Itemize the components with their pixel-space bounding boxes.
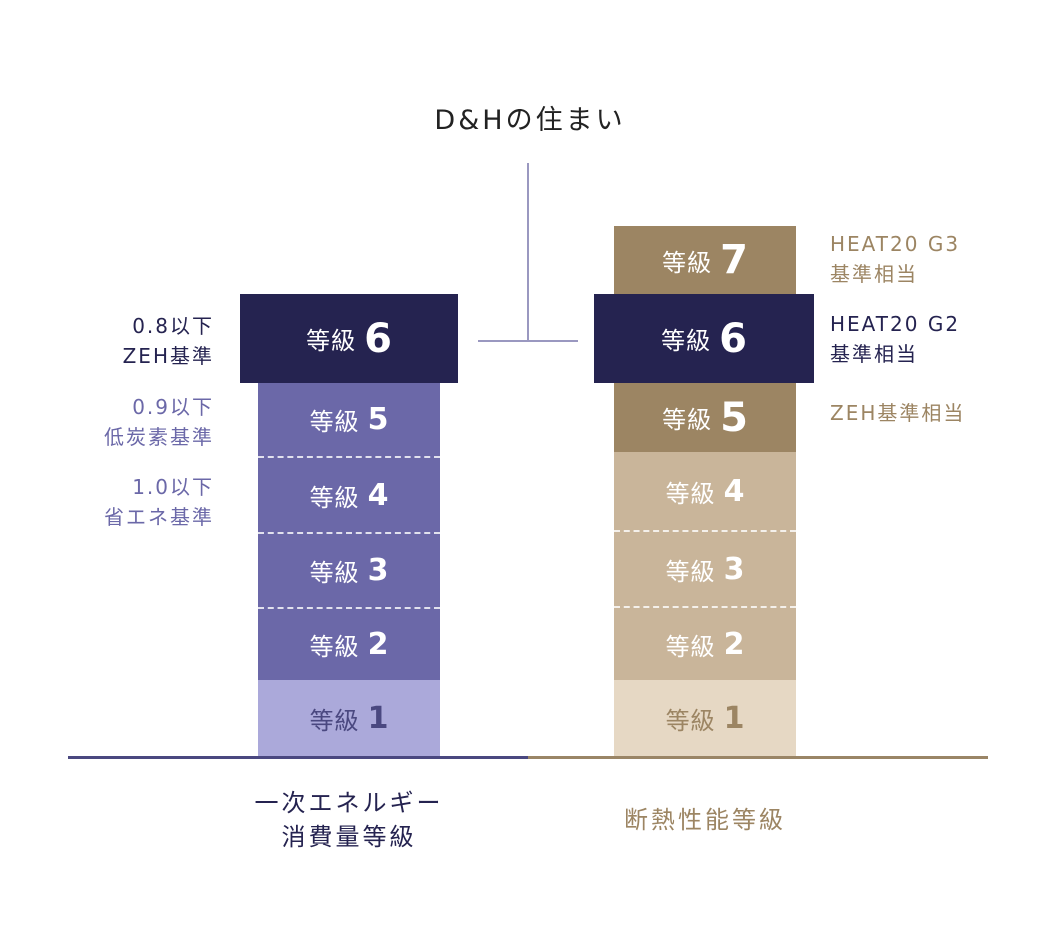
axis-title-line2: 消費量等級 <box>281 823 417 851</box>
level-label: 等級 <box>665 479 716 508</box>
level-number: 5 <box>720 394 748 441</box>
left-level-6-highlight: 等級 6 <box>240 294 458 383</box>
right-level-7: 等級 7 <box>614 226 796 294</box>
annotation-line1: HEAT20 G2 <box>830 312 961 336</box>
level-label: 等級 <box>306 327 357 355</box>
connector-vertical-line <box>527 163 529 341</box>
annotation-line2: ZEH基準 <box>122 344 214 368</box>
left-level-5: 等級 5 <box>258 383 440 456</box>
level-label: 等級 <box>662 248 713 277</box>
right-level-3: 等級 3 <box>614 530 796 606</box>
diagram-title: D&Hの住まい <box>434 105 626 136</box>
level-number: 1 <box>367 701 389 736</box>
level-number: 2 <box>367 627 389 662</box>
level-label: 等級 <box>309 559 360 587</box>
level-number: 1 <box>723 701 745 736</box>
level-label: 等級 <box>662 406 713 434</box>
level-number: 2 <box>723 626 745 662</box>
annotation-heat20-g3: HEAT20 G3 基準相当 <box>830 229 960 289</box>
level-number: 3 <box>367 553 389 588</box>
annotation-zeh: 0.8以下 ZEH基準 <box>123 311 214 371</box>
right-level-5: 等級 5 <box>614 383 796 452</box>
baseline-left <box>68 756 528 759</box>
level-label: 等級 <box>665 632 716 661</box>
axis-title-line1: 一次エネルギー <box>254 789 444 817</box>
annotation-line2: 省エネ基準 <box>104 505 214 529</box>
left-level-2: 等級 2 <box>258 607 440 680</box>
left-level-1: 等級 1 <box>258 680 440 757</box>
annotation-line2: 基準相当 <box>830 262 918 286</box>
level-label: 等級 <box>309 483 360 512</box>
annotation-line1: 1.0以下 <box>132 475 214 499</box>
annotation-line1: 0.8以下 <box>132 314 214 338</box>
level-label: 等級 <box>309 633 360 661</box>
annotation-line1: HEAT20 G3 <box>830 232 961 256</box>
annotation-energy-saving: 1.0以下 省エネ基準 <box>104 472 214 532</box>
level-number: 3 <box>723 551 745 587</box>
level-label: 等級 <box>309 408 360 436</box>
left-axis-title: 一次エネルギー 消費量等級 <box>219 786 479 854</box>
right-level-4: 等級 4 <box>614 452 796 530</box>
level-number: 4 <box>723 473 745 509</box>
level-number: 5 <box>367 402 389 437</box>
level-number: 7 <box>720 237 748 283</box>
right-axis-title: 断熱性能等級 <box>575 803 835 837</box>
level-number: 4 <box>367 477 389 513</box>
level-label: 等級 <box>309 707 360 735</box>
connector-horizontal-line <box>478 340 578 342</box>
annotation-low-carbon: 0.9以下 低炭素基準 <box>104 392 214 452</box>
annotation-line1: ZEH基準相当 <box>830 401 966 425</box>
level-number: 6 <box>364 315 392 362</box>
right-level-6-highlight: 等級 6 <box>594 294 814 383</box>
axis-title-text: 断熱性能等級 <box>624 806 786 834</box>
left-level-3: 等級 3 <box>258 532 440 607</box>
baseline-right <box>528 756 988 759</box>
level-number: 6 <box>719 315 747 362</box>
annotation-zeh-equivalent: ZEH基準相当 <box>830 398 965 428</box>
right-level-2: 等級 2 <box>614 606 796 680</box>
level-label: 等級 <box>661 327 712 355</box>
level-label: 等級 <box>665 707 716 735</box>
annotation-line1: 0.9以下 <box>132 395 214 419</box>
annotation-line2: 低炭素基準 <box>104 425 214 449</box>
annotation-line2: 基準相当 <box>830 342 918 366</box>
annotation-heat20-g2: HEAT20 G2 基準相当 <box>830 309 960 369</box>
level-label: 等級 <box>665 557 716 586</box>
left-level-4: 等級 4 <box>258 456 440 532</box>
right-level-1: 等級 1 <box>614 680 796 757</box>
